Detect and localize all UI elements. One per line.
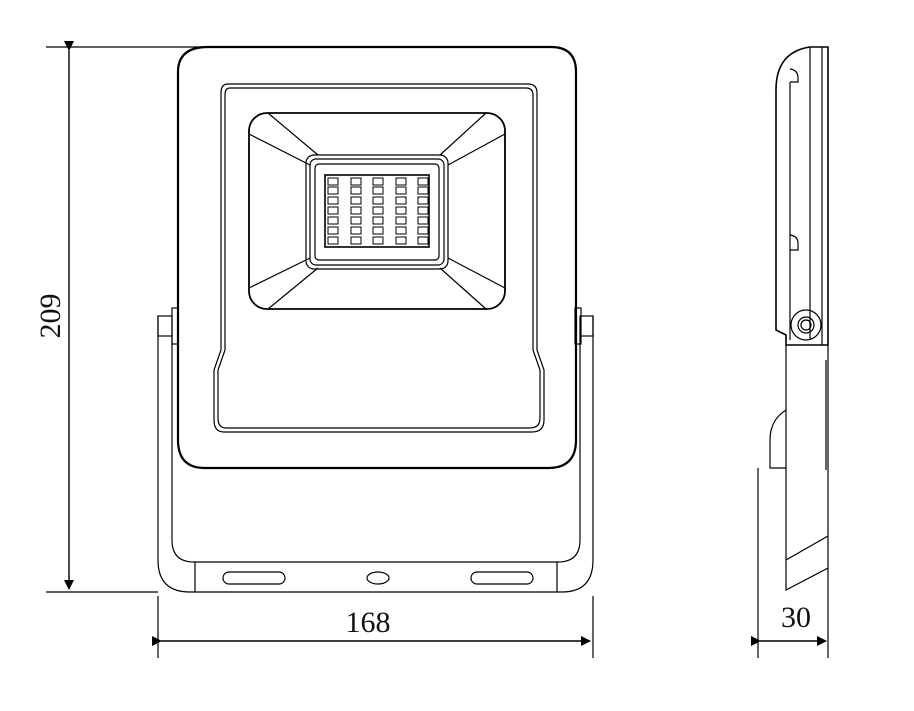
side-pivot-knob [790,309,822,341]
mounting-hole-center [366,571,390,585]
dimension-lines [46,41,829,658]
heatsink-frame [213,83,545,433]
height-dimension-label: 209 [34,294,67,339]
side-housing [775,46,829,346]
mounting-slot-left [222,571,286,585]
mounting-slot-right [470,571,534,585]
front-view [157,45,594,593]
width-dimension-label: 168 [346,606,391,639]
mounting-bracket [157,307,594,593]
reflector [248,112,506,310]
led-array [327,177,429,245]
side-bracket [785,345,829,591]
side-view [769,46,829,591]
pivot-bolt-right [579,315,594,337]
led-module [305,154,449,270]
pivot-bolt-left [157,315,173,337]
depth-dimension-label: 30 [781,601,811,634]
housing-outline [176,45,578,470]
